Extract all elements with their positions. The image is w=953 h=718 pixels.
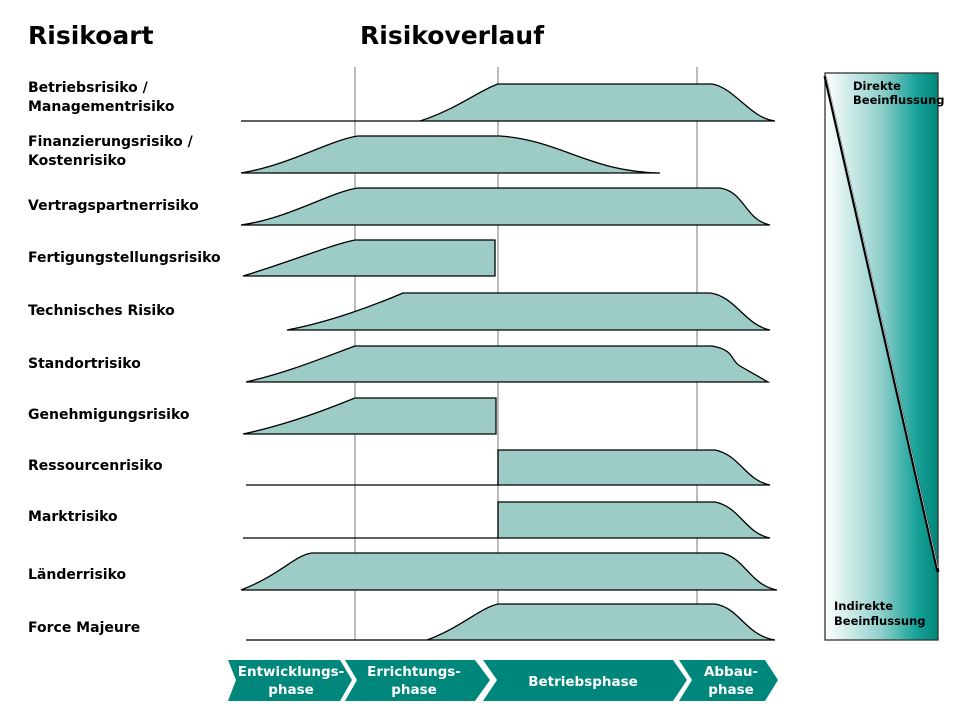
risk-label: Betriebsrisiko /Managementrisiko — [28, 80, 175, 115]
risk-label: Finanzierungsrisiko /Kostenrisiko — [28, 134, 194, 169]
risk-label: Technisches Risiko — [28, 303, 175, 319]
risk-label: Länderrisiko — [28, 567, 127, 583]
risk-label: Force Majeure — [28, 620, 140, 636]
risk-curves — [240, 83, 778, 641]
curve-laenderrisiko — [240, 552, 778, 591]
curve-ressourcenrisiko — [246, 449, 771, 486]
phase-entwicklung: Entwicklungs-phase — [228, 660, 352, 701]
phase-betrieb: Betriebsphase — [483, 660, 687, 701]
risk-label: Fertigungstellungsrisiko — [28, 250, 221, 266]
phase-errichtung: Errichtungs-phase — [345, 660, 490, 701]
curve-marktrisiko — [243, 501, 771, 539]
curve-standortrisiko — [245, 345, 771, 383]
curve-finanzierungsrisiko — [240, 135, 661, 174]
curve-fertigstellungsrisiko — [242, 239, 496, 277]
phase-abbau: Abbau-phase — [679, 660, 778, 701]
phase-arrows: Entwicklungs-phase Errichtungs-phase Bet… — [228, 660, 778, 701]
risk-label: Standortrisiko — [28, 356, 141, 372]
risk-label: Genehmigungsrisiko — [28, 407, 190, 423]
curve-vertragspartnerrisiko — [240, 187, 771, 226]
risk-label: Vertragspartnerrisiko — [28, 198, 199, 214]
curve-force-majeure — [246, 603, 776, 641]
risk-label: Ressourcenrisiko — [28, 458, 163, 474]
risk-label: Marktrisiko — [28, 509, 118, 525]
svg-text:Betriebsphase: Betriebsphase — [528, 674, 638, 690]
svg-text:Abbau-phase: Abbau-phase — [704, 664, 758, 698]
curve-technisches-risiko — [286, 292, 771, 331]
curve-genehmigungsrisiko — [242, 397, 497, 435]
svg-text:Entwicklungs-phase: Entwicklungs-phase — [238, 664, 345, 698]
risk-labels: Betriebsrisiko /Managementrisiko Finanzi… — [28, 80, 221, 636]
risk-type-title: Risikoart — [28, 21, 154, 50]
risk-course-title: Risikoverlauf — [360, 21, 545, 50]
curve-betriebsrisiko — [241, 83, 776, 122]
svg-text:Errichtungs-phase: Errichtungs-phase — [367, 664, 461, 698]
